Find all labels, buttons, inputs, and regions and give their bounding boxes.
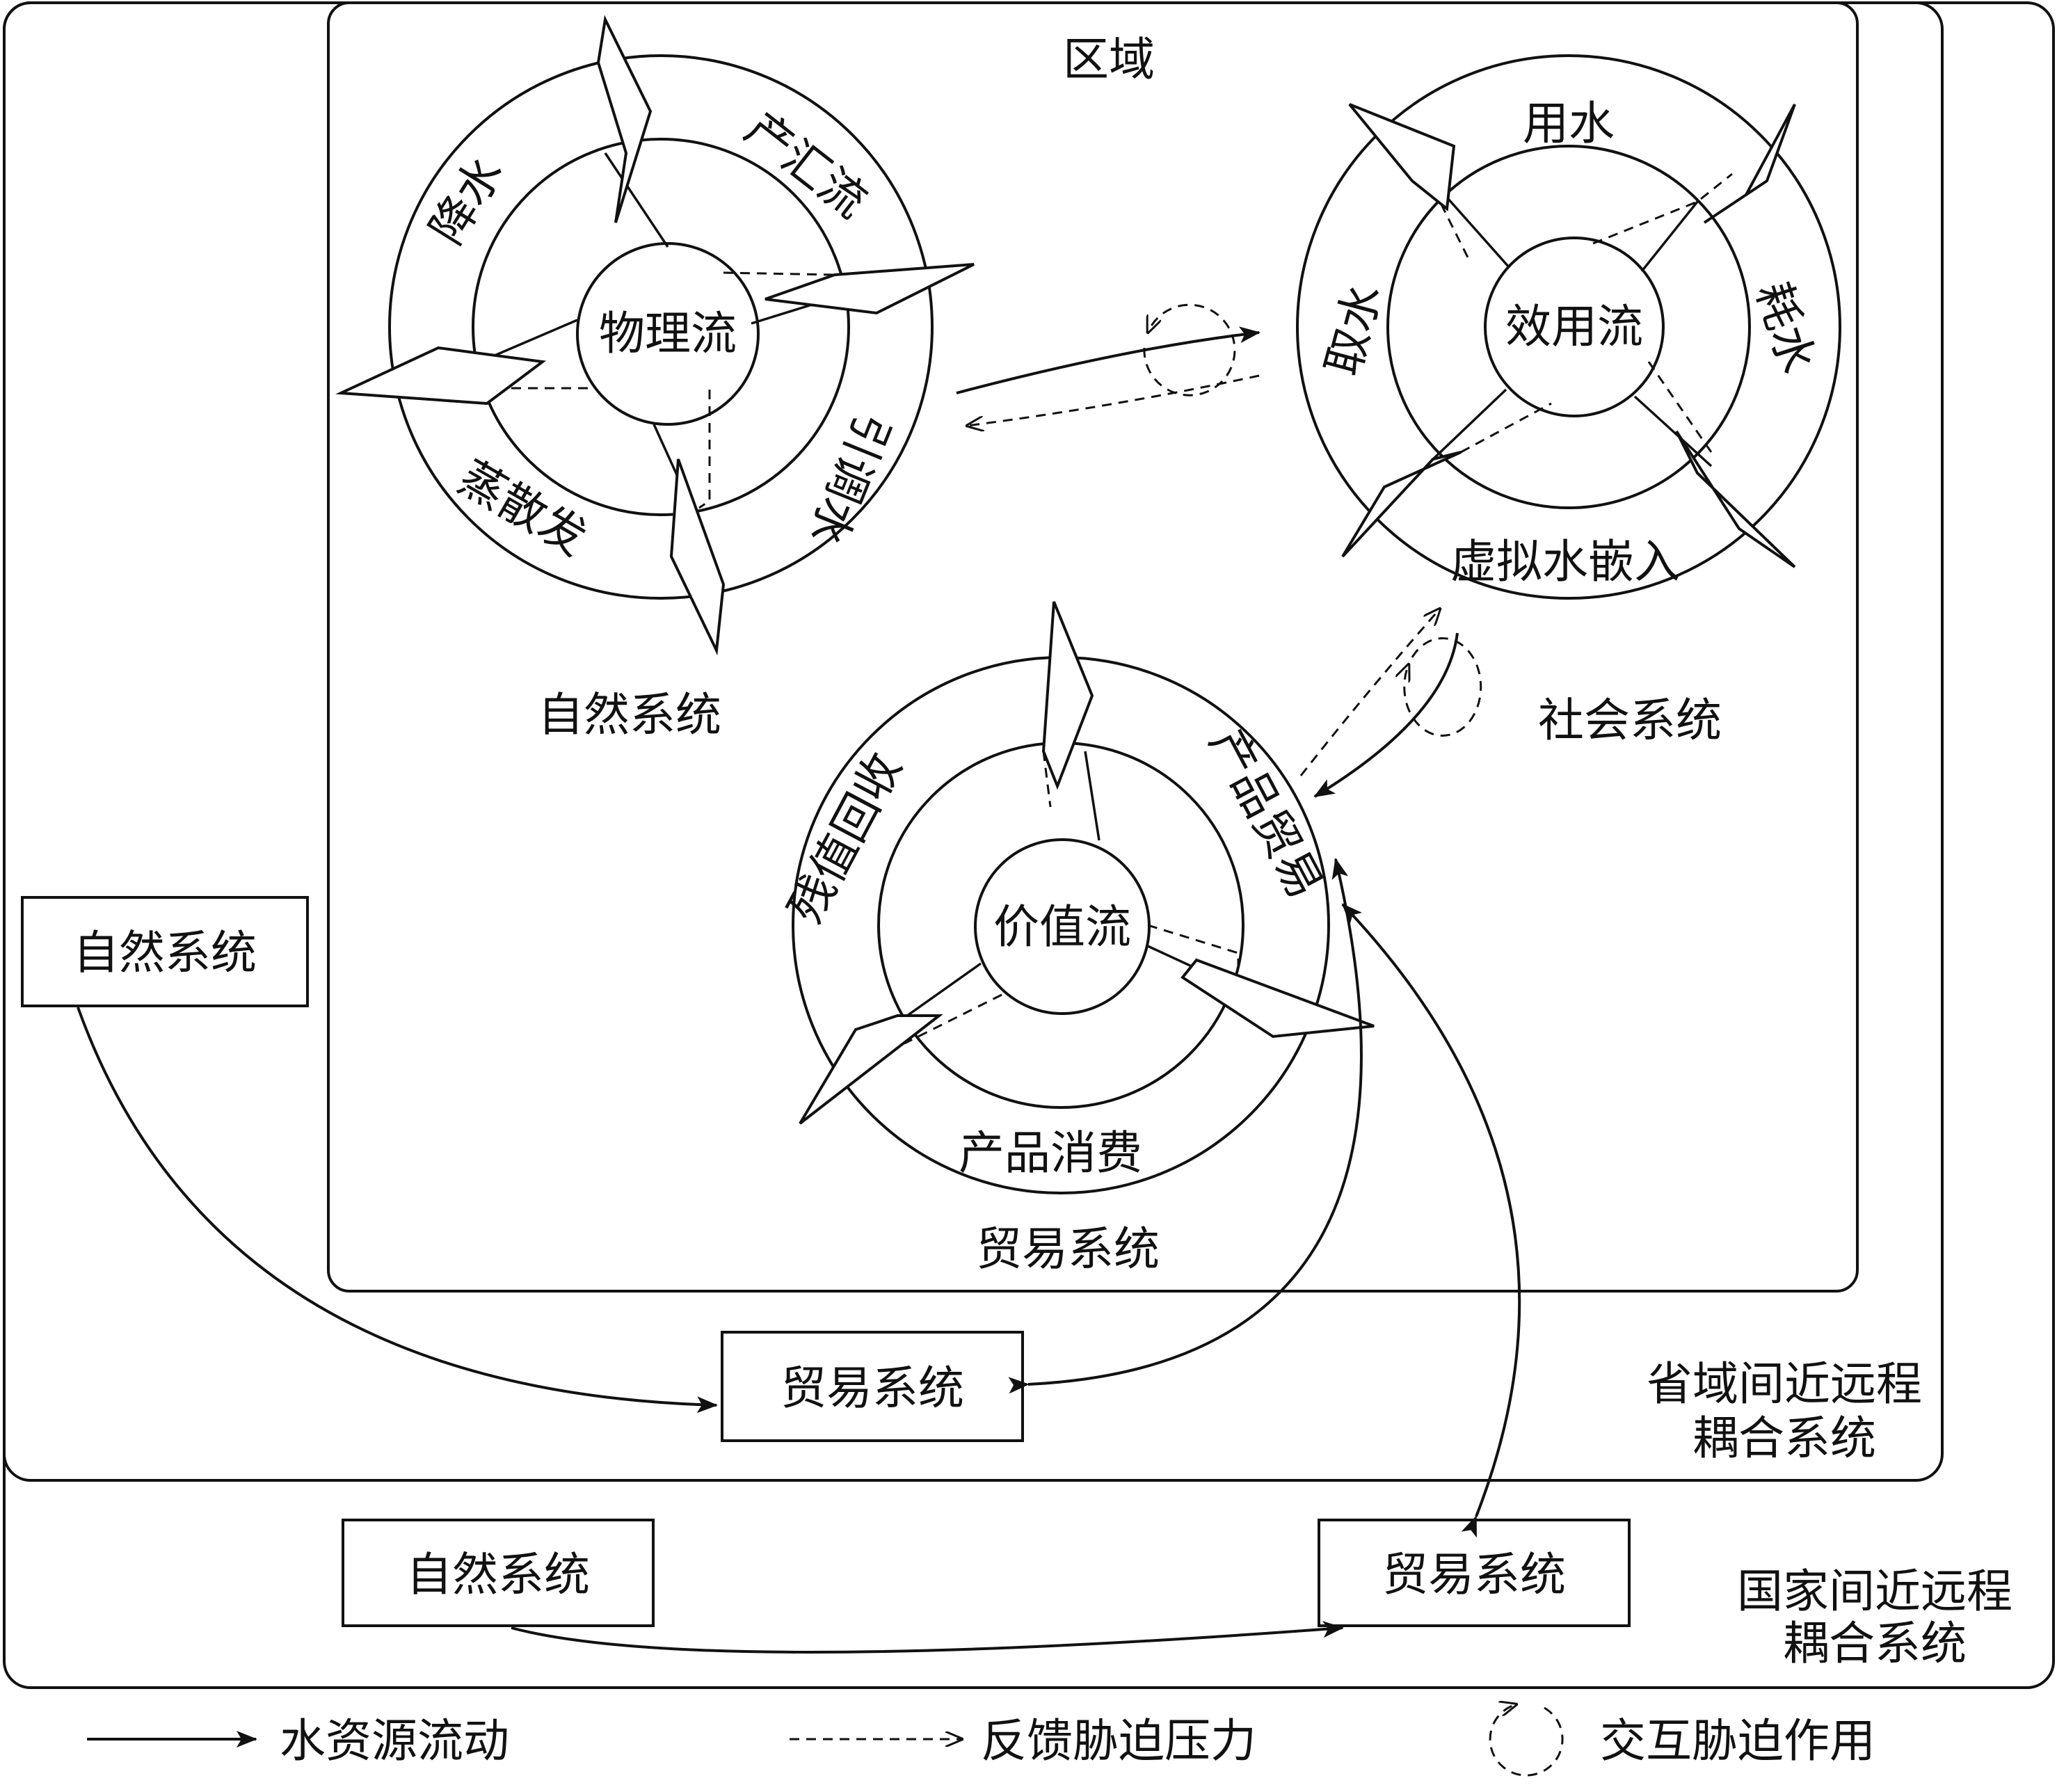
region-title: 区域 (1063, 33, 1155, 86)
social-cycle: 效用流 用水 耗水 虚拟水嵌入 取水 (1296, 54, 1841, 600)
national-trade-label: 贸易系统 (1382, 1548, 1566, 1601)
natural-stage-3: 蒸散发 (449, 451, 595, 566)
trade-social-links (1299, 609, 1482, 798)
natural-cycle: 物理流 降水 产汇流 引调水 蒸散发 (335, 15, 975, 656)
trade-stage-1: 产品消费 (959, 1126, 1142, 1180)
social-stage-3: 取水 (1316, 278, 1392, 381)
provincial-natural-label: 自然系统 (73, 926, 257, 979)
social-center-label: 效用流 (1505, 300, 1643, 353)
social-stage-0: 用水 (1523, 97, 1615, 150)
provincial-label-line2: 耦合系统 (1692, 1411, 1876, 1465)
trade-stage-2: 残值回收 (778, 744, 912, 931)
social-caption: 社会系统 (1538, 694, 1722, 747)
natural-caption: 自然系统 (538, 688, 721, 742)
legend-interaction: 交互胁迫作用 (1600, 1714, 1875, 1768)
trade-stage-0: 产品贸易 (1199, 720, 1333, 907)
natural-center-label: 物理流 (599, 307, 737, 360)
national-natural-box (342, 1519, 655, 1627)
social-stage-2: 虚拟水嵌入 (1450, 535, 1680, 589)
legend: 水资源流动 反馈胁迫压力 交互胁迫作用 (87, 1704, 1875, 1777)
provincial-natural-box (21, 896, 309, 1007)
social-stage-1: 耗水 (1745, 275, 1825, 379)
natural-social-links (956, 303, 1260, 426)
national-label-line1: 国家间近远程 (1737, 1565, 2012, 1618)
trade-caption: 贸易系统 (976, 1222, 1160, 1276)
national-natural-label: 自然系统 (406, 1548, 590, 1601)
coupling-arrows (77, 858, 1521, 1654)
national-label-line2: 耦合系统 (1783, 1617, 1967, 1670)
region-frame (327, 1, 1859, 1293)
provincial-label-line1: 省域间近远程 (1647, 1357, 1922, 1411)
legend-water-flow: 水资源流动 (280, 1714, 509, 1768)
trade-cycle: 价值流 产品贸易 产品消费 残值回收 (778, 601, 1375, 1194)
dashed-circular-arrow-icon (1489, 1704, 1564, 1777)
trade-center-label: 价值流 (993, 900, 1131, 954)
legend-feedback: 反馈胁迫压力 (981, 1714, 1256, 1768)
provincial-trade-label: 贸易系统 (781, 1361, 964, 1415)
natural-stage-0: 降水 (419, 147, 513, 254)
